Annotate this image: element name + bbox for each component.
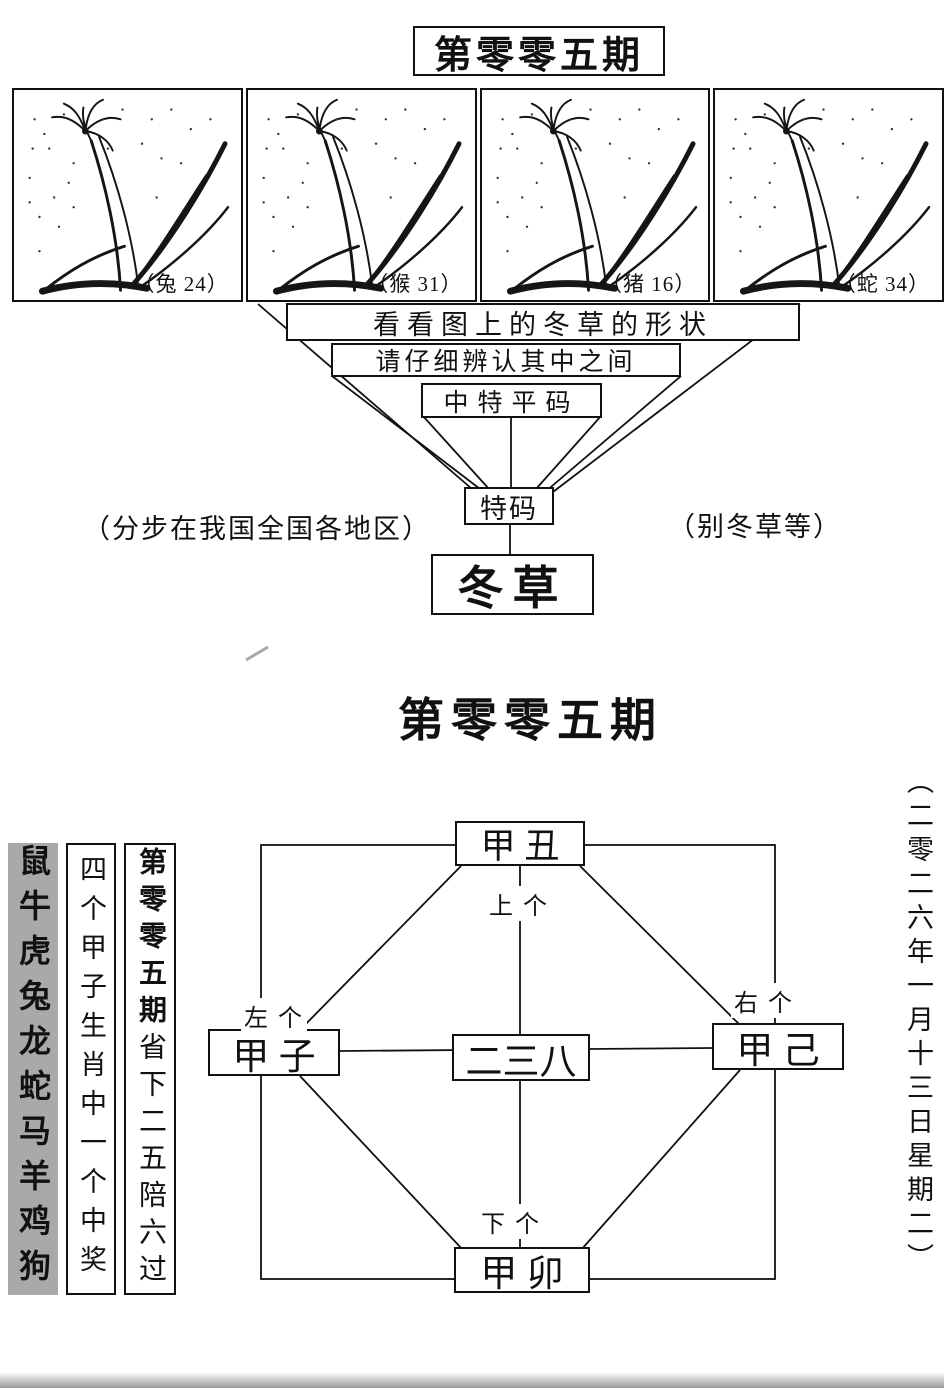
- panel-caption: （猪 16）: [601, 272, 697, 296]
- plant-panel-snake: （蛇 34）: [713, 88, 944, 302]
- instruction-box-3: 中特平码: [421, 383, 602, 418]
- direction-label-left: 左 个: [241, 998, 307, 1033]
- direction-label-top: 上 个: [486, 886, 552, 921]
- result-box: 冬草: [431, 554, 594, 615]
- direction-label-bottom: 下 个: [478, 1204, 544, 1239]
- diagram-node-center: 二三八: [452, 1034, 590, 1083]
- issue-hint-rest: 省下二五陪六过: [135, 1032, 166, 1291]
- diagram-node-right: 甲 己: [712, 1023, 844, 1072]
- illustration-panels: （兔 24） （猴 31） （猪 16） （蛇 34）: [12, 88, 944, 302]
- plant-panel-pig: （猪 16）: [479, 88, 711, 302]
- scan-edge-shadow: [0, 1372, 944, 1388]
- panel-caption: （蛇 34）: [834, 272, 930, 296]
- zodiac-column: 鼠牛虎兔龙蛇马羊鸡狗: [8, 843, 58, 1295]
- hint-column: 四个甲子生肖中一个中奖: [66, 843, 116, 1295]
- scan-noise-mark: [245, 645, 269, 662]
- instruction-box-2: 请仔细辨认其中之间: [331, 343, 681, 377]
- instruction-box-1: 看看图上的冬草的形状: [286, 303, 800, 341]
- direction-label-right: 右 个: [731, 983, 797, 1018]
- diagram-node-top: 甲 丑: [455, 821, 585, 866]
- special-code-box: 特码: [464, 487, 554, 525]
- plant-panel-monkey: （猴 31）: [245, 88, 477, 302]
- panel-caption: （猴 31）: [367, 272, 463, 296]
- diagram-node-bottom: 甲 卯: [454, 1247, 590, 1295]
- panel-caption: （兔 24）: [133, 272, 229, 296]
- diagram-node-left: 甲 子: [208, 1029, 340, 1078]
- date-note: （二零二六年一月十三日星期二）: [903, 767, 933, 1277]
- plant-panel-rabbit: （兔 24）: [12, 88, 243, 302]
- issue-hint-title: 第零零五期: [135, 847, 166, 1032]
- issue-hint-column: 第零零五期省下二五陪六过: [124, 843, 176, 1295]
- left-note: （分步在我国全国各地区）: [83, 514, 431, 544]
- issue-title-box: 第零零五期: [413, 26, 665, 77]
- issue-title-2: 第零零五期: [398, 695, 663, 746]
- right-note: （别冬草等）: [668, 512, 842, 542]
